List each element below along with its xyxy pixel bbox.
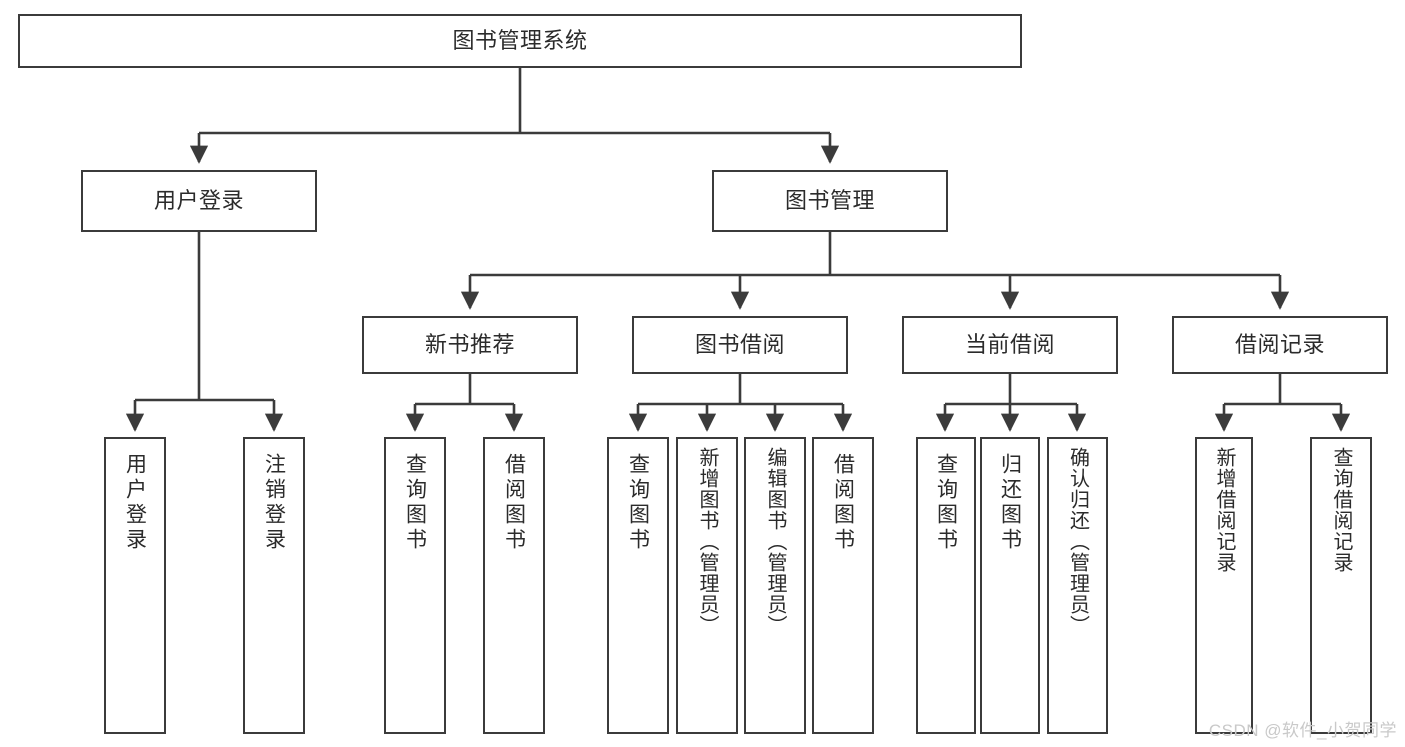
node-label: 查询图书 [403,453,427,553]
node-label: 归还图书 [998,453,1022,553]
node-label: 新增图书（管理员） [696,447,718,636]
leaf-current-return-book[interactable]: 归还图书 [980,437,1040,734]
node-label: 新书推荐 [424,331,515,357]
leaf-borrow-edit-book-admin[interactable]: 编辑图书（管理员） [744,437,806,734]
leaf-record-query-record[interactable]: 查询借阅记录 [1310,437,1372,734]
node-label: 借阅图书 [502,453,526,553]
leaf-record-add-record[interactable]: 新增借阅记录 [1195,437,1253,734]
node-user-login[interactable]: 用户登录 [81,170,317,232]
node-book-management[interactable]: 图书管理 [712,170,948,232]
node-borrow-record[interactable]: 借阅记录 [1172,316,1388,374]
node-label: 图书管理系统 [452,27,588,53]
node-root-system[interactable]: 图书管理系统 [18,14,1022,68]
leaf-borrow-query-book[interactable]: 查询图书 [607,437,669,734]
node-label: 用户登录 [153,187,244,213]
node-label: 借阅记录 [1234,331,1325,357]
leaf-user-login-logout[interactable]: 注销登录 [243,437,305,734]
node-label: 确认归还（管理员） [1066,447,1089,636]
node-label: 借阅图书 [831,453,855,553]
node-book-borrow[interactable]: 图书借阅 [632,316,848,374]
node-label: 用户登录 [123,453,147,553]
node-label: 编辑图书（管理员） [764,447,786,636]
node-current-borrow[interactable]: 当前借阅 [902,316,1118,374]
node-label: 当前借阅 [964,331,1055,357]
csdn-watermark: CSDN @软件_小贺同学 [1208,721,1397,740]
node-label: 图书借阅 [694,331,785,357]
node-label: 图书管理 [784,187,875,213]
node-label: 注销登录 [262,453,286,553]
node-new-book-recommend[interactable]: 新书推荐 [362,316,578,374]
leaf-recommend-query-book[interactable]: 查询图书 [384,437,446,734]
node-label: 查询借阅记录 [1330,447,1352,573]
leaf-current-query-book[interactable]: 查询图书 [916,437,976,734]
node-label: 查询图书 [934,453,958,553]
node-label: 新增借阅记录 [1213,447,1235,573]
leaf-recommend-borrow-book[interactable]: 借阅图书 [483,437,545,734]
leaf-current-confirm-return-admin[interactable]: 确认归还（管理员） [1047,437,1108,734]
leaf-borrow-add-book-admin[interactable]: 新增图书（管理员） [676,437,738,734]
leaf-user-login-login[interactable]: 用户登录 [104,437,166,734]
node-label: 查询图书 [626,453,650,553]
leaf-borrow-borrow-book[interactable]: 借阅图书 [812,437,874,734]
